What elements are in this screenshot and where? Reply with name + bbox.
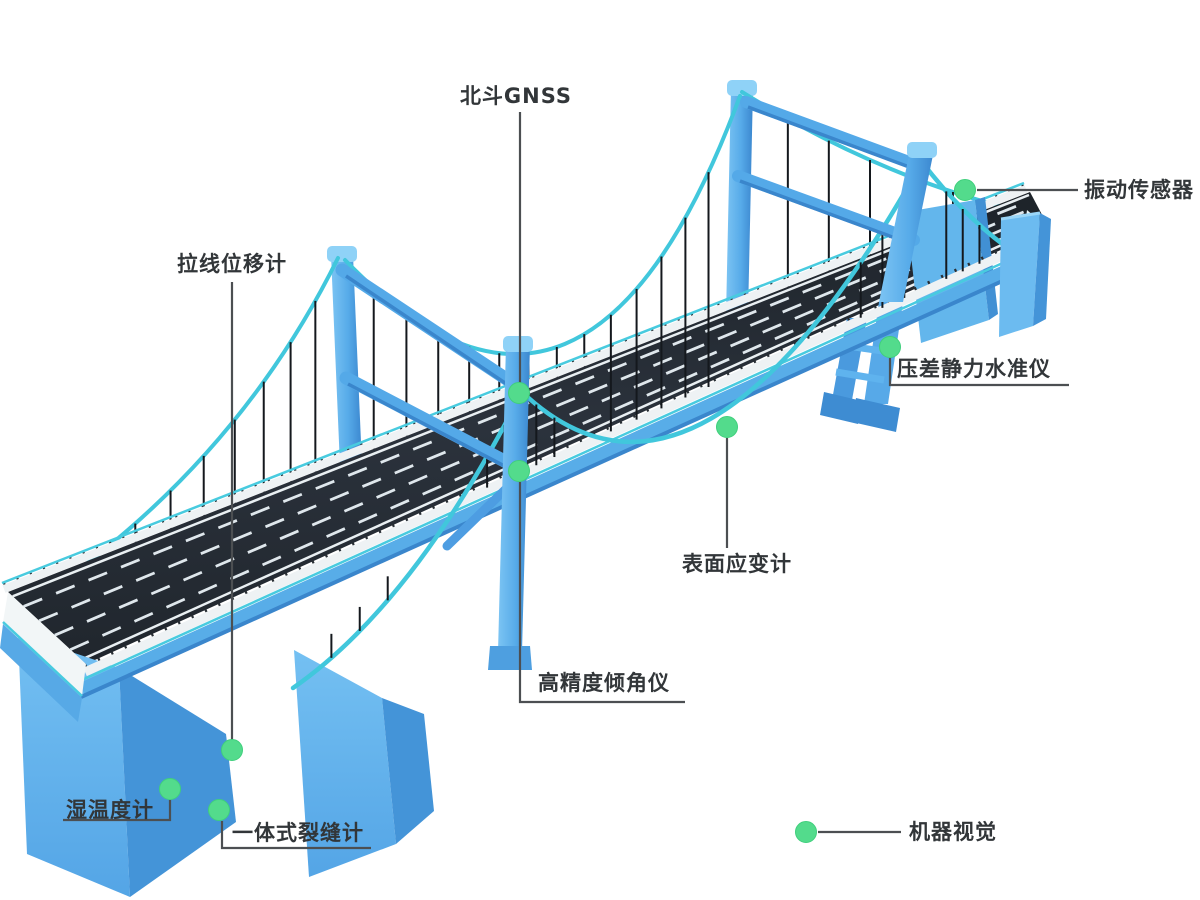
right-tower-rear-cap	[727, 80, 757, 96]
hanger-cables-front	[330, 172, 981, 658]
left-tower-lower-beam	[339, 371, 521, 473]
left-tower-top-beam	[335, 263, 524, 393]
right-tower	[732, 96, 937, 302]
right-tower-rear-leg	[726, 80, 757, 315]
label-hydrostatic-level: 压差静力水准仪	[897, 356, 1051, 381]
humiture-meter-leader-line	[63, 800, 172, 822]
right-tower-top-beam-shade	[747, 105, 921, 173]
pull-wire-displacement-meter-marker-dot	[221, 739, 243, 761]
label-humiture-meter: 湿温度计	[66, 797, 154, 822]
integrated-crack-meter-leader-line	[220, 821, 371, 850]
humiture-meter-marker-dot	[159, 778, 181, 800]
near-railing	[79, 242, 1020, 699]
right-tower-lower-beam	[732, 170, 920, 246]
vibration-sensor-marker-dot	[954, 179, 976, 201]
right-tower-front-leg	[879, 150, 934, 302]
deck-fascia-shadow	[80, 272, 1019, 699]
left-tower-top-beam-shade	[345, 274, 518, 393]
near-railing-band	[83, 245, 1017, 677]
right-tower-front-cap	[907, 142, 937, 158]
main-cable-left-span-rear	[83, 256, 340, 567]
left-deck-end-face	[0, 592, 86, 722]
right-abutment	[999, 210, 1051, 337]
high-precision-inclinometer-marker-dot	[508, 460, 530, 482]
label-high-precision-inclinometer: 高精度倾角仪	[538, 670, 670, 695]
main-cable-center-span-front	[519, 159, 925, 444]
label-beidou-gnss: 北斗GNSS	[459, 83, 573, 108]
label-integrated-crack-meter: 一体式裂缝计	[232, 820, 364, 845]
label-surface-strain-gauge: 表面应变计	[682, 551, 792, 576]
main-cable-right-span-front	[919, 159, 1008, 249]
left-tower-rear-leg	[327, 246, 362, 466]
right-tower-top-beam	[740, 96, 926, 172]
hydrostatic-level-leader-line	[888, 358, 1069, 387]
label-machine-vision: 机器视觉	[909, 819, 997, 844]
front-suspension-cables	[290, 159, 1008, 691]
near-railing-cable-line	[83, 255, 1017, 681]
label-vibration-sensor: 振动传感器	[1084, 177, 1194, 202]
left-tower-underdeck-brace	[442, 481, 514, 551]
machine-vision-marker-dot	[795, 821, 817, 843]
left-tower-front-cap	[503, 336, 533, 352]
left-tower-rear-cap	[327, 246, 357, 262]
label-pull-wire-displacement-meter: 拉线位移计	[177, 251, 287, 276]
integrated-crack-meter-marker-dot	[208, 799, 230, 821]
deck-fascia	[79, 260, 1020, 695]
hydrostatic-level-marker-dot	[879, 336, 901, 358]
left-tower-lower-beam-shade	[347, 382, 515, 473]
left-tower-front-leg	[498, 344, 530, 652]
beidou-gnss-marker-dot	[508, 382, 530, 404]
mid-left-pier	[294, 650, 434, 877]
main-cable-left-span-front	[290, 389, 525, 691]
road-edge-line-near	[80, 237, 1016, 661]
high-precision-inclinometer-leader-line	[518, 482, 685, 704]
right-tower-lower-beam-shade	[739, 179, 915, 247]
surface-strain-gauge-marker-dot	[716, 416, 738, 438]
